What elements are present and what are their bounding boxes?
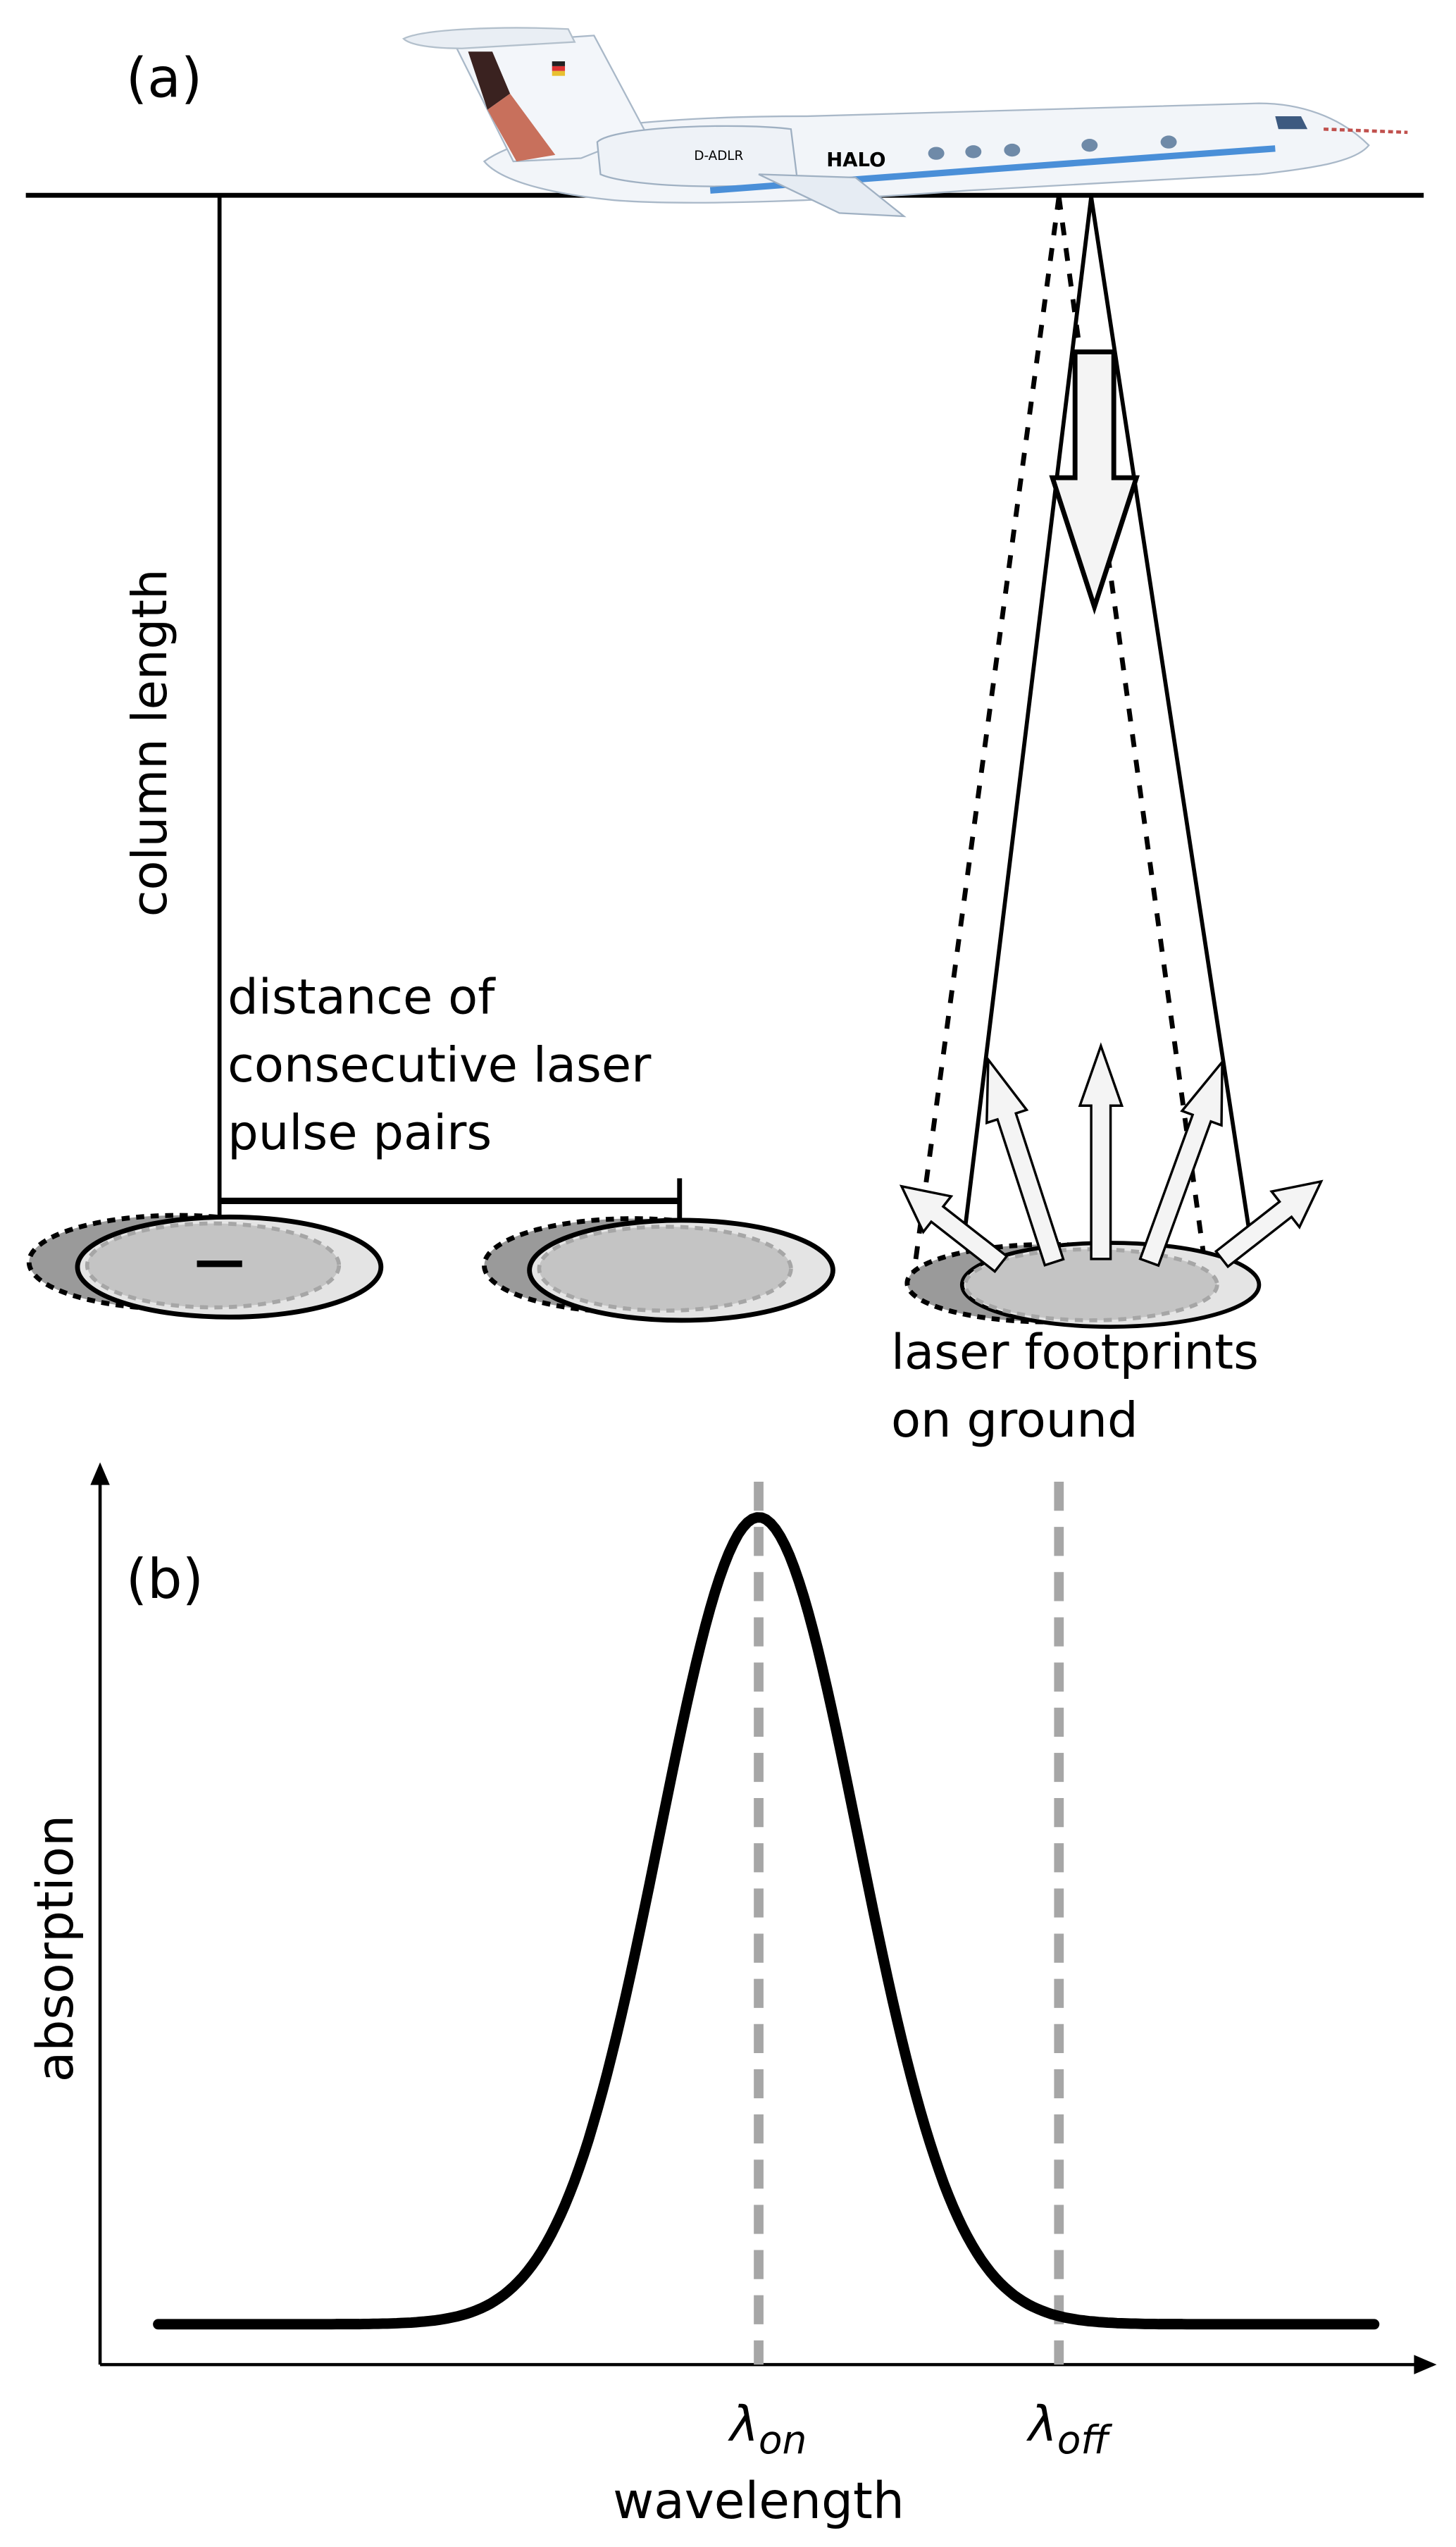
backscatter-arrow-icon (1138, 1058, 1224, 1268)
y-axis-arrow-icon (90, 1462, 110, 1485)
footprints-label: laser footprints on ground (891, 1325, 1259, 1449)
distance-label-line-1: distance of (228, 969, 496, 1026)
x-tick-labels: λon λoff (727, 2396, 1112, 2462)
x-axis-arrow-icon (1414, 2355, 1437, 2374)
aircraft-nose-boom (1324, 127, 1408, 135)
footprint-pair-1 (26, 1213, 384, 1320)
aircraft-tail-red-stripe (487, 93, 556, 162)
tick-label-lambda-off-subscript: off (1057, 2417, 1113, 2462)
downward-pulse-arrow-icon (1049, 349, 1140, 615)
aircraft-registration: D-ADLR (694, 149, 743, 163)
aircraft-illustration: D-ADLR HALO (402, 27, 1408, 218)
aircraft-tail-cap (402, 27, 576, 49)
distance-label: distance of consecutive laser pulse pair… (228, 969, 652, 1161)
footprint-overlap (537, 1225, 793, 1313)
aircraft-cockpit (1275, 116, 1308, 130)
footprints-label-line-2: on ground (891, 1392, 1138, 1449)
distance-label-line-3: pulse pairs (228, 1105, 492, 1161)
aircraft-windows (928, 135, 1177, 160)
flag-stripe-red (552, 66, 566, 71)
panel-a: (a) D-ADLR HALO (25, 27, 1424, 1449)
footprint-under-beam (904, 1241, 1262, 1329)
aircraft-wing (758, 173, 907, 218)
beam-on-left-edge (963, 197, 1093, 1227)
aircraft-name: HALO (826, 149, 885, 171)
backscatter-arrow-icon (1214, 1179, 1324, 1269)
tick-label-lambda-on-subscript: on (759, 2417, 807, 2462)
tick-label-lambda-on-symbol: λ (727, 2396, 759, 2453)
backscatter-arrow-icon (899, 1184, 1009, 1273)
absorption-curve (153, 1512, 1380, 2330)
column-length-label: column length (122, 569, 178, 917)
flag-stripe-black (552, 61, 566, 66)
wavelength-markers (754, 1482, 1064, 2365)
panel-b-label: (b) (126, 1548, 204, 1611)
y-axis-label: absorption (26, 1815, 85, 2082)
distance-label-line-2: consecutive laser (228, 1037, 652, 1093)
flag-stripe-gold (552, 70, 566, 76)
backscatter-arrow-icon (1078, 1042, 1124, 1260)
panel-b: (b) absorption wavelength λon λoff (26, 1462, 1437, 2530)
panel-a-label: (a) (126, 47, 203, 110)
backscatter-arrows (899, 1042, 1324, 1273)
footprints-label-line-1: laser footprints (891, 1325, 1259, 1381)
beam-off-left-edge (911, 197, 1062, 1276)
tick-label-lambda-off: λoff (1026, 2396, 1112, 2462)
tick-label-lambda-off-symbol: λ (1026, 2396, 1057, 2453)
x-axis-label: wavelength (613, 2472, 904, 2530)
laser-beam (911, 197, 1253, 1276)
footprint-pair-2 (482, 1216, 835, 1323)
tick-label-lambda-on: λon (727, 2396, 807, 2462)
aircraft-tail-dark-stripe (468, 51, 511, 110)
beam-on-right-edge (1089, 197, 1253, 1244)
backscatter-arrow-icon (985, 1055, 1065, 1267)
